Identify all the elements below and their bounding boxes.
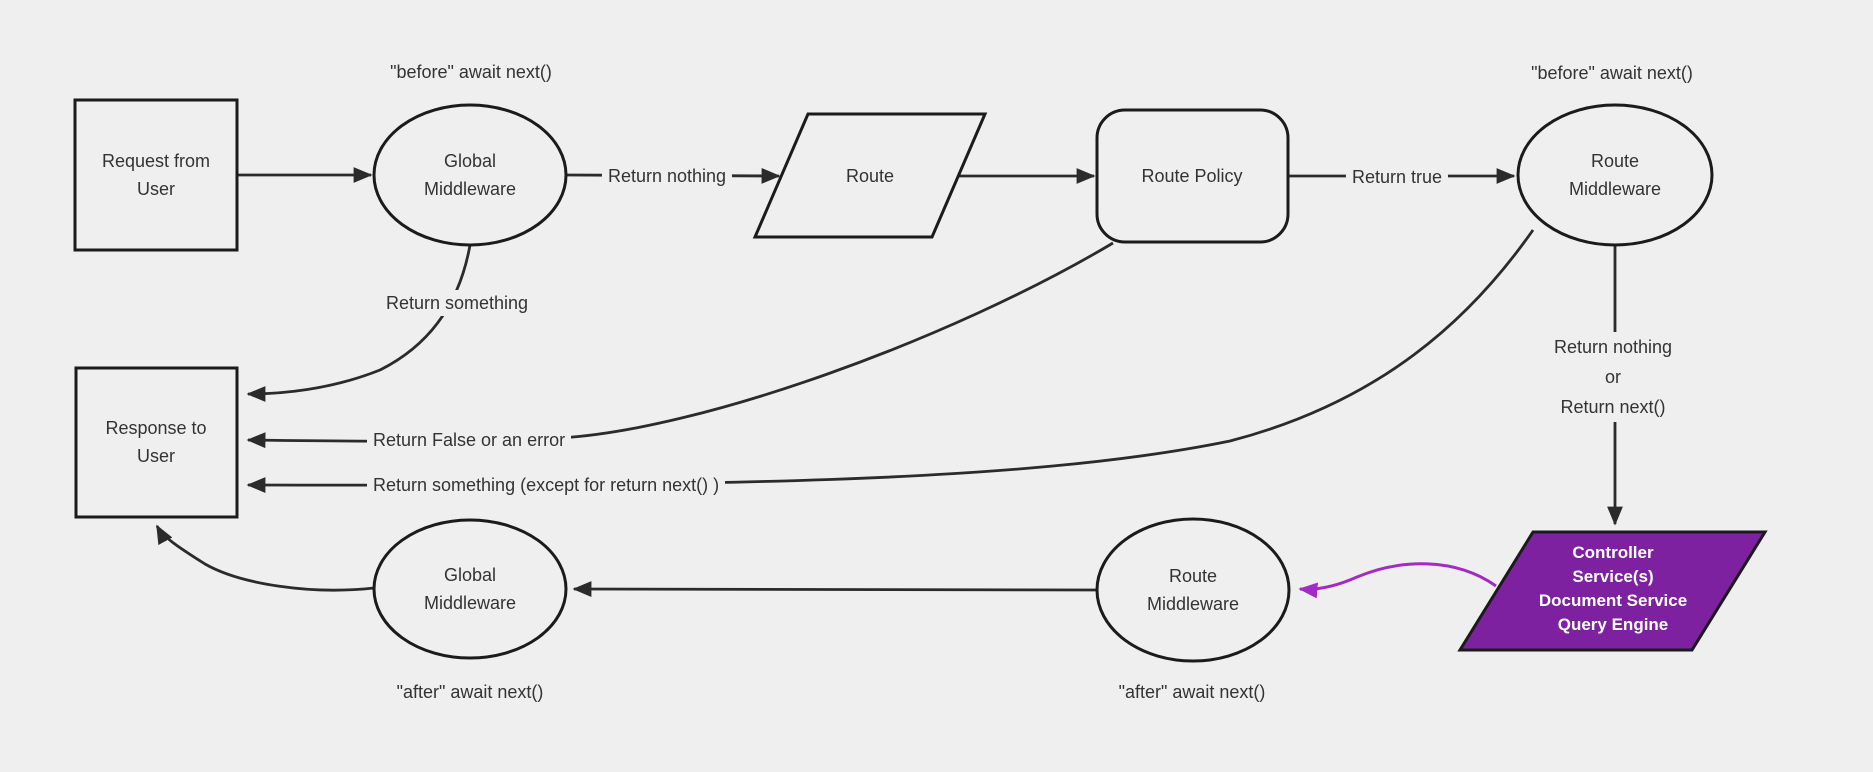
edge-label-return-true: Return true bbox=[1345, 164, 1449, 190]
controller-parallelogram bbox=[1457, 530, 1768, 652]
edge-label-return-nothing-or-next: Return nothing or Return next() bbox=[1547, 332, 1679, 422]
node-label-route-middleware-top: Route Middleware bbox=[1568, 151, 1662, 199]
global-middleware-bottom-ellipse bbox=[372, 518, 568, 660]
node-label-route: Route bbox=[845, 166, 895, 186]
edge-policy-return-false bbox=[246, 241, 1114, 449]
edge-controller-to-routemw-after bbox=[1298, 562, 1497, 599]
edge-label-return-false-or-error: Return False or an error bbox=[367, 427, 572, 453]
node-label-global-middleware-bottom: Global Middleware bbox=[423, 565, 517, 613]
edge-label-before-await-next-global: "before" await next() bbox=[390, 62, 552, 82]
node-label-route-middleware-bottom: Route Middleware bbox=[1146, 566, 1240, 614]
route-middleware-top-ellipse bbox=[1516, 103, 1714, 247]
edge-label-before-await-next-routemw: "before" await next() bbox=[1531, 63, 1693, 83]
edge-routemw-after-to-global-after bbox=[572, 581, 1098, 597]
edge-label-after-await-next-routemw: "after" await next() bbox=[1118, 682, 1266, 702]
node-label-response-to-user: Response to User bbox=[105, 418, 207, 466]
edge-label-return-something: Return something bbox=[379, 290, 535, 316]
route-middleware-bottom-ellipse bbox=[1095, 517, 1291, 663]
edge-label-return-nothing: Return nothing bbox=[601, 163, 733, 189]
node-label-route-policy: Route Policy bbox=[1141, 166, 1243, 186]
node-label-controller-services: Controller Service(s) Document Service Q… bbox=[1538, 543, 1688, 634]
request-from-user-box bbox=[73, 98, 239, 252]
route-parallelogram bbox=[752, 112, 988, 239]
response-to-user-box bbox=[74, 366, 239, 519]
edge-global-return-something bbox=[246, 244, 472, 402]
route-policy-box bbox=[1095, 108, 1290, 244]
node-label-request-from-user: Request from User bbox=[101, 151, 211, 199]
node-label-global-middleware-top: Global Middleware bbox=[423, 151, 517, 199]
global-middleware-top-ellipse bbox=[372, 103, 568, 247]
edge-label-return-something-except: Return something (except for return next… bbox=[367, 472, 726, 498]
edge-label-after-await-next-global: "after" await next() bbox=[396, 682, 544, 702]
edge-global-after-to-response bbox=[155, 524, 375, 592]
